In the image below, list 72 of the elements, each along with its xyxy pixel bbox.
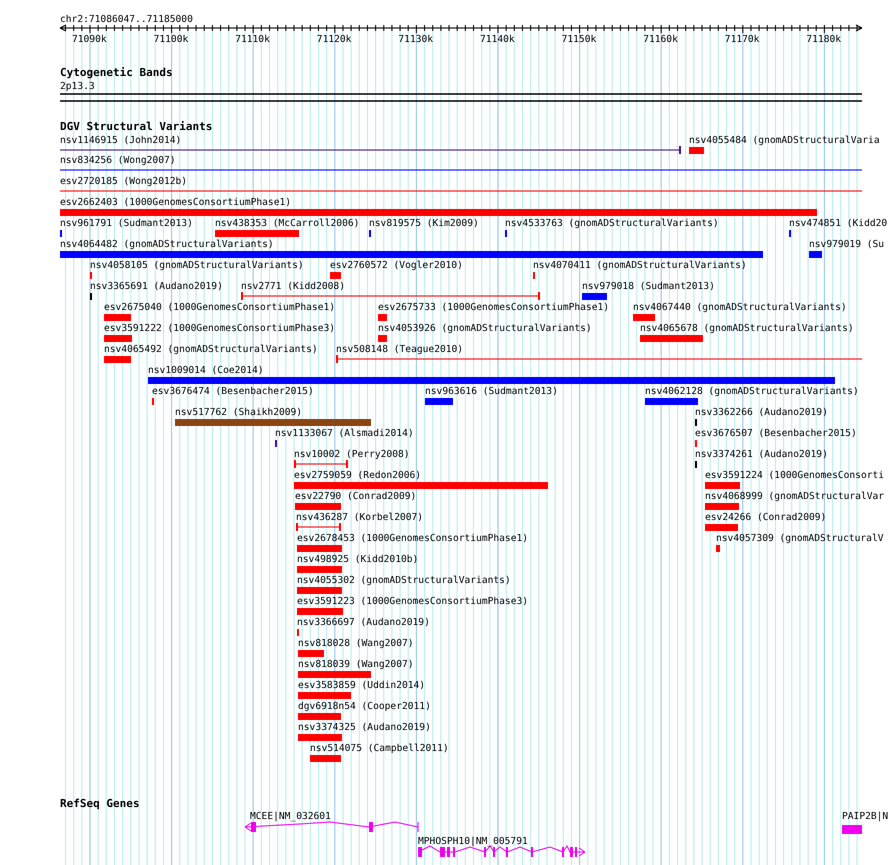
variant-label: nsv4064482 (gnomADStructuralVariants): [60, 239, 274, 251]
tick-label: 71140k: [480, 34, 515, 46]
variant-label: esv2720185 (Wong2012b): [60, 176, 188, 188]
variant-label: nsv4533763 (gnomADStructuralVariants): [505, 218, 719, 230]
variant-label: esv3676474 (Besenbacher2015): [152, 386, 314, 398]
variant-label: esv3591224 (1000GenomesConsorti: [705, 470, 884, 482]
variant-label: esv2675733 (1000GenomesConsortiumPhase1): [378, 302, 610, 314]
variant-label: nsv1009014 (Coe2014): [148, 365, 264, 377]
variant-label: nsv4070411 (gnomADStructuralVariants): [533, 260, 747, 272]
variant-label: esv3591222 (1000GenomesConsortiumPhase3): [104, 323, 336, 335]
variant-label: nsv818028 (Wang2007): [298, 638, 414, 650]
variant-label: nsv514075 (Campbell2011): [310, 743, 449, 755]
variant-label: esv24266 (Conrad2009): [705, 512, 826, 524]
track-title: DGV Structural Variants: [60, 121, 212, 133]
variant-label: nsv4065678 (gnomADStructuralVariants): [640, 323, 854, 335]
variant-label: nsv979018 (Sudmant2013): [582, 281, 715, 293]
variant-label: esv22790 (Conrad2009): [295, 491, 416, 503]
variant-label: nsv4055302 (gnomADStructuralVariants): [297, 575, 511, 587]
variant-label: nsv1146915 (John2014): [60, 135, 182, 147]
tick-label: 71170k: [724, 34, 760, 46]
variant-label: nsv961791 (Sudmant2013): [60, 218, 193, 230]
variant-label: nsv2771 (Kidd2008): [241, 281, 345, 293]
variant-label: esv2678453 (1000GenomesConsortiumPhase1): [297, 533, 528, 545]
gene-label: PAIP2B|N: [842, 811, 888, 823]
variant-label: esv2759059 (Redon2006): [294, 470, 422, 482]
variant-label: esv3591223 (1000GenomesConsortiumPhase3): [297, 596, 528, 608]
variant-label: esv2662403 (1000GenomesConsortiumPhase1): [60, 197, 292, 209]
variant-label: esv2760572 (Vogler2010): [330, 260, 463, 272]
tick-label: 71110k: [235, 34, 270, 46]
tick-label: 71120k: [316, 34, 352, 46]
variant-label: nsv963616 (Sudmant2013): [425, 386, 558, 398]
gene-label: MCEE|NM_032601: [250, 811, 331, 823]
variant-label: nsv517762 (Shaikh2009): [175, 407, 302, 419]
variant-label: dgv6918n54 (Cooper2011): [298, 701, 431, 713]
tick-label: 71130k: [398, 34, 434, 46]
variant-label: nsv436287 (Korbel2007): [296, 512, 424, 524]
variant-label: esv3583859 (Uddin2014): [298, 680, 426, 692]
track-title: RefSeq Genes: [60, 798, 140, 810]
tick-label: 71180k: [806, 34, 842, 46]
variant-label: nsv819575 (Kim2009): [369, 218, 479, 230]
variant-label: nsv3366697 (Audano2019): [297, 617, 430, 629]
tick-label: 71150k: [562, 34, 596, 46]
tick-label: 71160k: [643, 34, 678, 46]
region-label: chr2:71086047..71185000: [60, 14, 193, 26]
tick-label: 71100k: [154, 34, 188, 46]
variant-label: nsv3365691 (Audano2019): [90, 281, 223, 293]
tick-label: 71090k: [72, 34, 107, 46]
variant-label: nsv834256 (Wong2007): [60, 155, 176, 167]
variant-label: nsv508148 (Teague2010): [336, 344, 464, 356]
variant-label: nsv3374325 (Audano2019): [298, 722, 431, 734]
variant-label: esv2675040 (1000GenomesConsortiumPhase1): [104, 302, 336, 314]
variant-label: nsv3374261 (Audano2019): [695, 449, 828, 461]
variant-label: nsv4057309 (gnomADStructuralV: [716, 533, 884, 545]
variant-label: nsv979019 (Su: [809, 239, 884, 251]
variant-label: nsv498925 (Kidd2010b): [297, 554, 418, 566]
variant-label: nsv474851 (Kidd20: [789, 218, 888, 230]
variant-label: nsv4067440 (gnomADStructuralVariants): [633, 302, 847, 314]
variant-label: nsv4062128 (gnomADStructuralVariants): [645, 386, 859, 398]
variant-label: nsv4058105 (gnomADStructuralVariants): [90, 260, 304, 272]
track-title: Cytogenetic Bands: [60, 67, 173, 79]
variant-label: nsv438353 (McCarroll2006): [215, 218, 360, 230]
variant-label: nsv4053926 (gnomADStructuralVariants): [378, 323, 592, 335]
variant-label: nsv3362266 (Audano2019): [695, 407, 828, 419]
variant-label: nsv4065492 (gnomADStructuralVariants): [104, 344, 318, 356]
variant-label: nsv10002 (Perry2008): [294, 449, 410, 461]
variant-label: nsv4068999 (gnomADStructuralVar: [705, 491, 884, 503]
variant-label: nsv818039 (Wang2007): [298, 659, 414, 671]
gene-label: MPHOSPH10|NM_005791: [418, 836, 528, 848]
band-label: 2p13.3: [60, 81, 95, 93]
variant-label: esv3676507 (Besenbacher2015): [695, 428, 857, 440]
variant-label: nsv1133067 (Alsmadi2014): [275, 428, 414, 440]
variant-label: nsv4055484 (gnomADStructuralVaria: [689, 135, 880, 147]
